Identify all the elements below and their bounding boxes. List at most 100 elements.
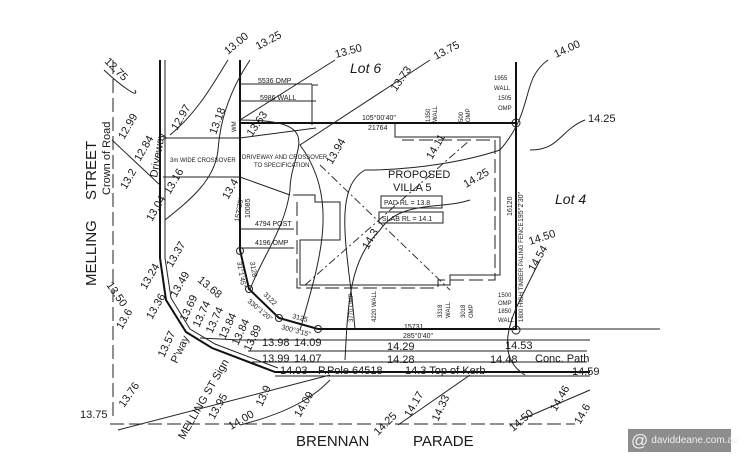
spot-level: 14.53 bbox=[505, 340, 533, 352]
dim: OMP bbox=[498, 301, 512, 307]
dim: 10085 bbox=[245, 198, 252, 218]
spot-level: 14.48 bbox=[490, 354, 518, 366]
watermark: @ daviddeane.com.au bbox=[628, 429, 739, 452]
dim: 1955 bbox=[494, 76, 508, 82]
dim: OMP bbox=[466, 108, 472, 122]
contour-line bbox=[239, 379, 331, 426]
spot-level: 14.00 bbox=[227, 408, 257, 432]
street-label-melling: MELLING bbox=[83, 220, 100, 286]
dim: 500 bbox=[459, 111, 465, 122]
spot-level: 14.07 bbox=[294, 353, 322, 365]
street-label-parade: PARADE bbox=[413, 433, 474, 450]
dim: 21764 bbox=[368, 125, 388, 132]
spot-level: 14.03 bbox=[280, 365, 308, 377]
pad-rl-box bbox=[380, 195, 443, 209]
pad-rl: PAD RL = 13.8 bbox=[384, 200, 430, 207]
street-label-brennan: BRENNAN bbox=[296, 433, 369, 450]
spot-level: 13.4 bbox=[220, 177, 241, 202]
top-of-kerb-label: 14.3 Top of Kerb bbox=[405, 365, 486, 377]
spot-level: 13.2 bbox=[118, 167, 139, 192]
contour-line bbox=[164, 59, 251, 221]
contour-line bbox=[529, 119, 586, 151]
survey-peg bbox=[245, 285, 253, 293]
dim: 3122 bbox=[262, 291, 278, 307]
spec-label-2: TO SPECIFICATION bbox=[254, 163, 309, 169]
street-label: STREET bbox=[83, 141, 100, 200]
survey-peg bbox=[511, 325, 521, 335]
dim: WALL bbox=[498, 318, 515, 324]
dim: 5536 OMP bbox=[258, 78, 292, 85]
survey-peg bbox=[275, 314, 283, 322]
spot-level: 14.25 bbox=[462, 166, 492, 190]
spec-label: DRIVEWAY AND CROSSOVER bbox=[242, 155, 328, 161]
setback-line bbox=[296, 139, 496, 289]
dimension-lines bbox=[240, 83, 316, 249]
spot-level: 13.76 bbox=[117, 380, 143, 409]
spot-level: 14.6 bbox=[572, 402, 593, 427]
dim: 3125 bbox=[291, 313, 308, 324]
contour-label: 13.50 bbox=[334, 42, 364, 61]
spot-level: 13.18 bbox=[208, 106, 229, 136]
spot-level: 13.24 bbox=[138, 262, 162, 292]
power-pole-label: P.Pole 64518 bbox=[318, 365, 383, 377]
lot-6-label: Lot 6 bbox=[350, 60, 381, 76]
dim: 4220 WALL bbox=[372, 290, 378, 322]
contour-line bbox=[344, 59, 549, 331]
spot-level: 13.37 bbox=[164, 240, 188, 270]
dim: WALL bbox=[494, 86, 511, 92]
contour-line bbox=[169, 59, 229, 136]
contour-line bbox=[238, 59, 336, 291]
contour-label: 14.25 bbox=[588, 113, 616, 125]
slab-rl-box bbox=[378, 211, 444, 224]
diagonal bbox=[319, 164, 451, 291]
spot-level: 14.09 bbox=[294, 337, 322, 349]
contour-label: 13.75 bbox=[432, 39, 462, 63]
dim: OMP bbox=[469, 304, 475, 318]
bearing: 152°25' bbox=[233, 198, 245, 223]
bearing: 195°2'30" bbox=[517, 192, 525, 222]
dim: 1350 bbox=[426, 108, 432, 122]
dim: OMP bbox=[498, 106, 512, 112]
spot-level: 14.29 bbox=[387, 341, 415, 353]
dim: 1850 bbox=[498, 309, 512, 315]
contour-line bbox=[103, 69, 161, 186]
bearing: 105°00'40" bbox=[362, 114, 396, 122]
dim: 4794 POST bbox=[255, 221, 292, 228]
dim: WALL bbox=[433, 105, 439, 122]
spot-level: 13.98 bbox=[262, 337, 290, 349]
conc-path-label: Conc. Path bbox=[535, 353, 589, 365]
watermark-logo-icon: @ bbox=[631, 430, 649, 450]
bearing: 285°0'40" bbox=[403, 332, 433, 340]
contour-label: 12.75 bbox=[102, 56, 130, 84]
spot-level: 12.97 bbox=[169, 103, 193, 133]
spot-level: 14.17 bbox=[402, 390, 426, 420]
dimension-line bbox=[311, 84, 318, 125]
dim: 3128 bbox=[248, 261, 258, 278]
contour-label: 14.00 bbox=[552, 38, 582, 61]
house-outline bbox=[293, 123, 501, 286]
lot-4-label: Lot 4 bbox=[555, 191, 586, 207]
diagonal bbox=[304, 139, 471, 286]
dim: 5986 WALL bbox=[260, 95, 296, 102]
contour-label: 14.50 bbox=[527, 228, 557, 248]
water-meter-label: WM bbox=[232, 121, 238, 132]
dim: 3018 bbox=[461, 304, 467, 318]
kerb-line-inner bbox=[164, 60, 279, 369]
crossover-line bbox=[163, 176, 291, 196]
spot-level: 14.28 bbox=[387, 354, 415, 366]
spot-level: 13.50 bbox=[104, 280, 130, 309]
spot-level: 13.75 bbox=[80, 409, 108, 421]
survey-peg bbox=[314, 325, 322, 333]
spot-level: 13.94 bbox=[324, 137, 348, 167]
dim: 4196 OMP bbox=[255, 240, 289, 247]
spot-level: 12.99 bbox=[116, 112, 140, 142]
spot-level: 13.16 bbox=[162, 167, 186, 197]
contour-line bbox=[117, 374, 471, 431]
contour-line bbox=[299, 59, 431, 331]
spot-level: 14.59 bbox=[572, 366, 600, 378]
spot-level: 14.54 bbox=[526, 244, 550, 274]
dim: 1505 bbox=[498, 96, 512, 102]
contour-line bbox=[344, 199, 471, 361]
